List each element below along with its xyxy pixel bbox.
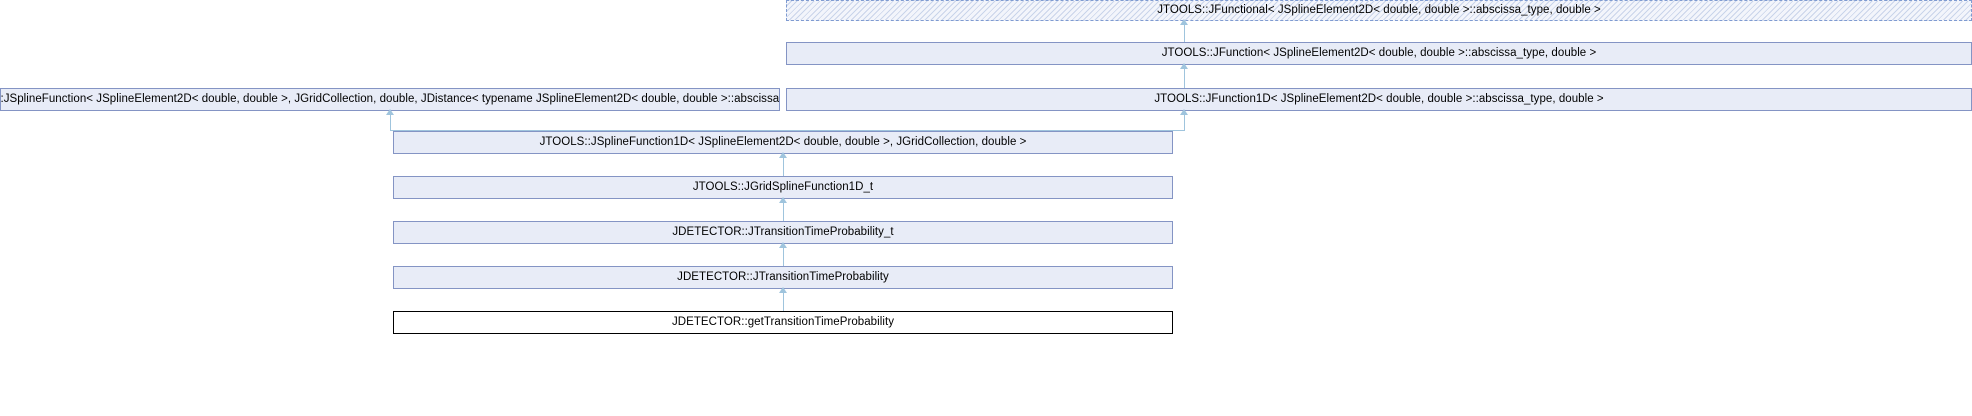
node-jfunctional[interactable]: JTOOLS::JFunctional< JSplineElement2D< d… bbox=[786, 0, 1972, 21]
node-jfunction1d-label: JTOOLS::JFunction1D< JSplineElement2D< d… bbox=[1154, 93, 1604, 106]
node-jtransitiontimeprobability-t[interactable]: JDETECTOR::JTransitionTimeProbability_t bbox=[393, 221, 1173, 244]
arrow-jttp-to-jttp-t bbox=[779, 242, 787, 248]
node-jgridsplinefunction1d-t[interactable]: JTOOLS::JGridSplineFunction1D_t bbox=[393, 176, 1173, 199]
node-jfunction1d[interactable]: JTOOLS::JFunction1D< JSplineElement2D< d… bbox=[786, 88, 1972, 111]
arrow-jfunction1d-to-jfunction bbox=[1180, 63, 1188, 69]
node-jfunction-label: JTOOLS::JFunction< JSplineElement2D< dou… bbox=[1161, 47, 1597, 60]
node-jsplinefunction[interactable]: JTOOLS::JSplineFunction< JSplineElement2… bbox=[0, 88, 780, 111]
arrow-gettransitiontimeprobability-to-jttp bbox=[779, 287, 787, 293]
node-jtransitiontimeprobability-label: JDETECTOR::JTransitionTimeProbability bbox=[677, 271, 889, 284]
edge-jsplinefunction1d-to-jsplinefunction-vert bbox=[390, 111, 391, 131]
node-jgridsplinefunction1d-t-label: JTOOLS::JGridSplineFunction1D_t bbox=[692, 181, 874, 194]
node-gettransitiontimeprobability[interactable]: JDETECTOR::getTransitionTimeProbability bbox=[393, 311, 1173, 334]
node-gettransitiontimeprobability-label: JDETECTOR::getTransitionTimeProbability bbox=[671, 316, 894, 329]
node-jfunction[interactable]: JTOOLS::JFunction< JSplineElement2D< dou… bbox=[786, 42, 1972, 65]
edge-jfunction-to-jfunctional bbox=[1184, 21, 1185, 46]
edge-gettransitiontimeprobability-to-jttp bbox=[783, 289, 784, 311]
edge-jttp-t-to-jgridsplinefunction1dt bbox=[783, 199, 784, 221]
node-jfunctional-label: JTOOLS::JFunctional< JSplineElement2D< d… bbox=[1157, 4, 1601, 17]
edge-jttp-to-jttp-t bbox=[783, 244, 784, 266]
edge-jsplinefunction1d-horizontal bbox=[390, 130, 1185, 131]
arrow-jsplinefunction1d-to-jfunction1d bbox=[1180, 109, 1188, 115]
node-jsplinefunction-label: JTOOLS::JSplineFunction< JSplineElement2… bbox=[0, 93, 780, 106]
edge-jsplinefunction1d-to-jfunction1d-vert bbox=[1184, 111, 1185, 131]
arrow-jgridsplinefunction1dt-to-jsplinefunction1d bbox=[779, 152, 787, 158]
node-jsplinefunction1d[interactable]: JTOOLS::JSplineFunction1D< JSplineElemen… bbox=[393, 131, 1173, 154]
node-jsplinefunction1d-label: JTOOLS::JSplineFunction1D< JSplineElemen… bbox=[539, 136, 1027, 149]
edge-jgridsplinefunction1dt-to-jsplinefunction1d bbox=[783, 154, 784, 176]
edge-spacer-a bbox=[782, 130, 783, 131]
arrow-jttp-t-to-jgridsplinefunction1dt bbox=[779, 197, 787, 203]
edge-jfunction1d-to-jfunction bbox=[1184, 65, 1185, 90]
arrow-jfunction-to-jfunctional bbox=[1180, 19, 1188, 25]
arrow-jsplinefunction1d-to-jsplinefunction bbox=[386, 109, 394, 115]
node-jtransitiontimeprobability-t-label: JDETECTOR::JTransitionTimeProbability_t bbox=[672, 226, 894, 239]
node-jtransitiontimeprobability[interactable]: JDETECTOR::JTransitionTimeProbability bbox=[393, 266, 1173, 289]
